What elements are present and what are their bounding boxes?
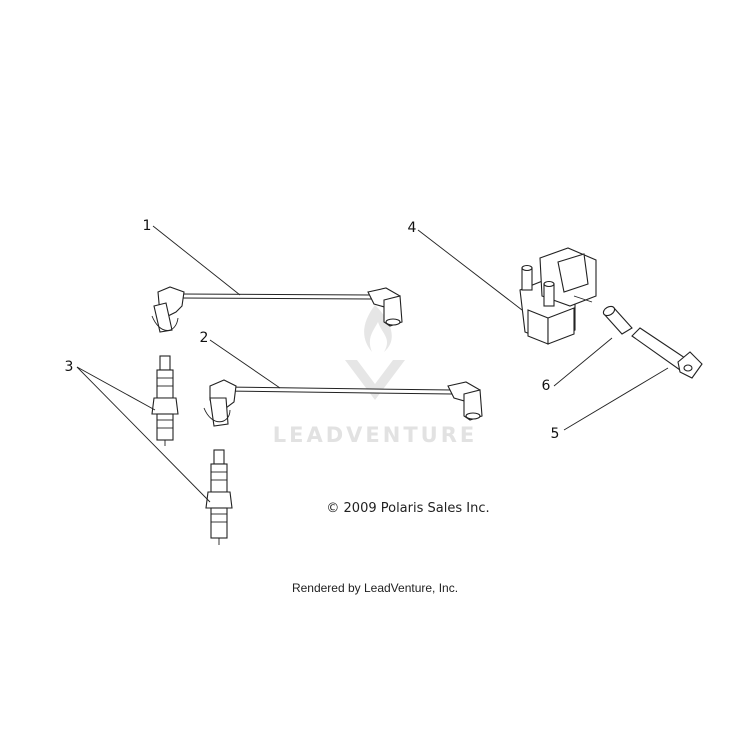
leader-line-5 [563,367,669,431]
leader-line-3a [76,366,156,411]
callout-4: 4 [408,220,417,236]
watermark-flame-icon [364,305,392,352]
rendered-by-text: Rendered by LeadVenture, Inc. [292,581,458,595]
spark-plug-upper[interactable] [151,355,179,446]
copyright-text: © 2009 Polaris Sales Inc. [326,501,489,516]
leader-line-6 [553,337,613,387]
mounting-bolt[interactable] [631,327,703,379]
callout-5: 5 [551,426,560,442]
leader-line-2 [209,339,281,389]
spark-plug-lower[interactable] [205,449,233,545]
leader-line-4 [417,229,523,311]
spark-plug-wire-2[interactable] [203,379,483,427]
watermark-text: LEADVENTURE [273,423,477,447]
watermark-chevron-icon [345,360,405,400]
leadventure-watermark: LEADVENTURE [273,305,477,447]
ignition-coil[interactable] [519,247,597,345]
leader-line-1 [152,225,241,296]
spacer-sleeve[interactable] [602,305,633,335]
callout-1: 1 [143,218,152,234]
spark-plug-wire-1[interactable] [151,286,403,333]
callout-3: 3 [65,359,74,375]
callout-6: 6 [542,378,551,394]
leader-line-3b [76,366,211,503]
callout-2: 2 [200,330,209,346]
